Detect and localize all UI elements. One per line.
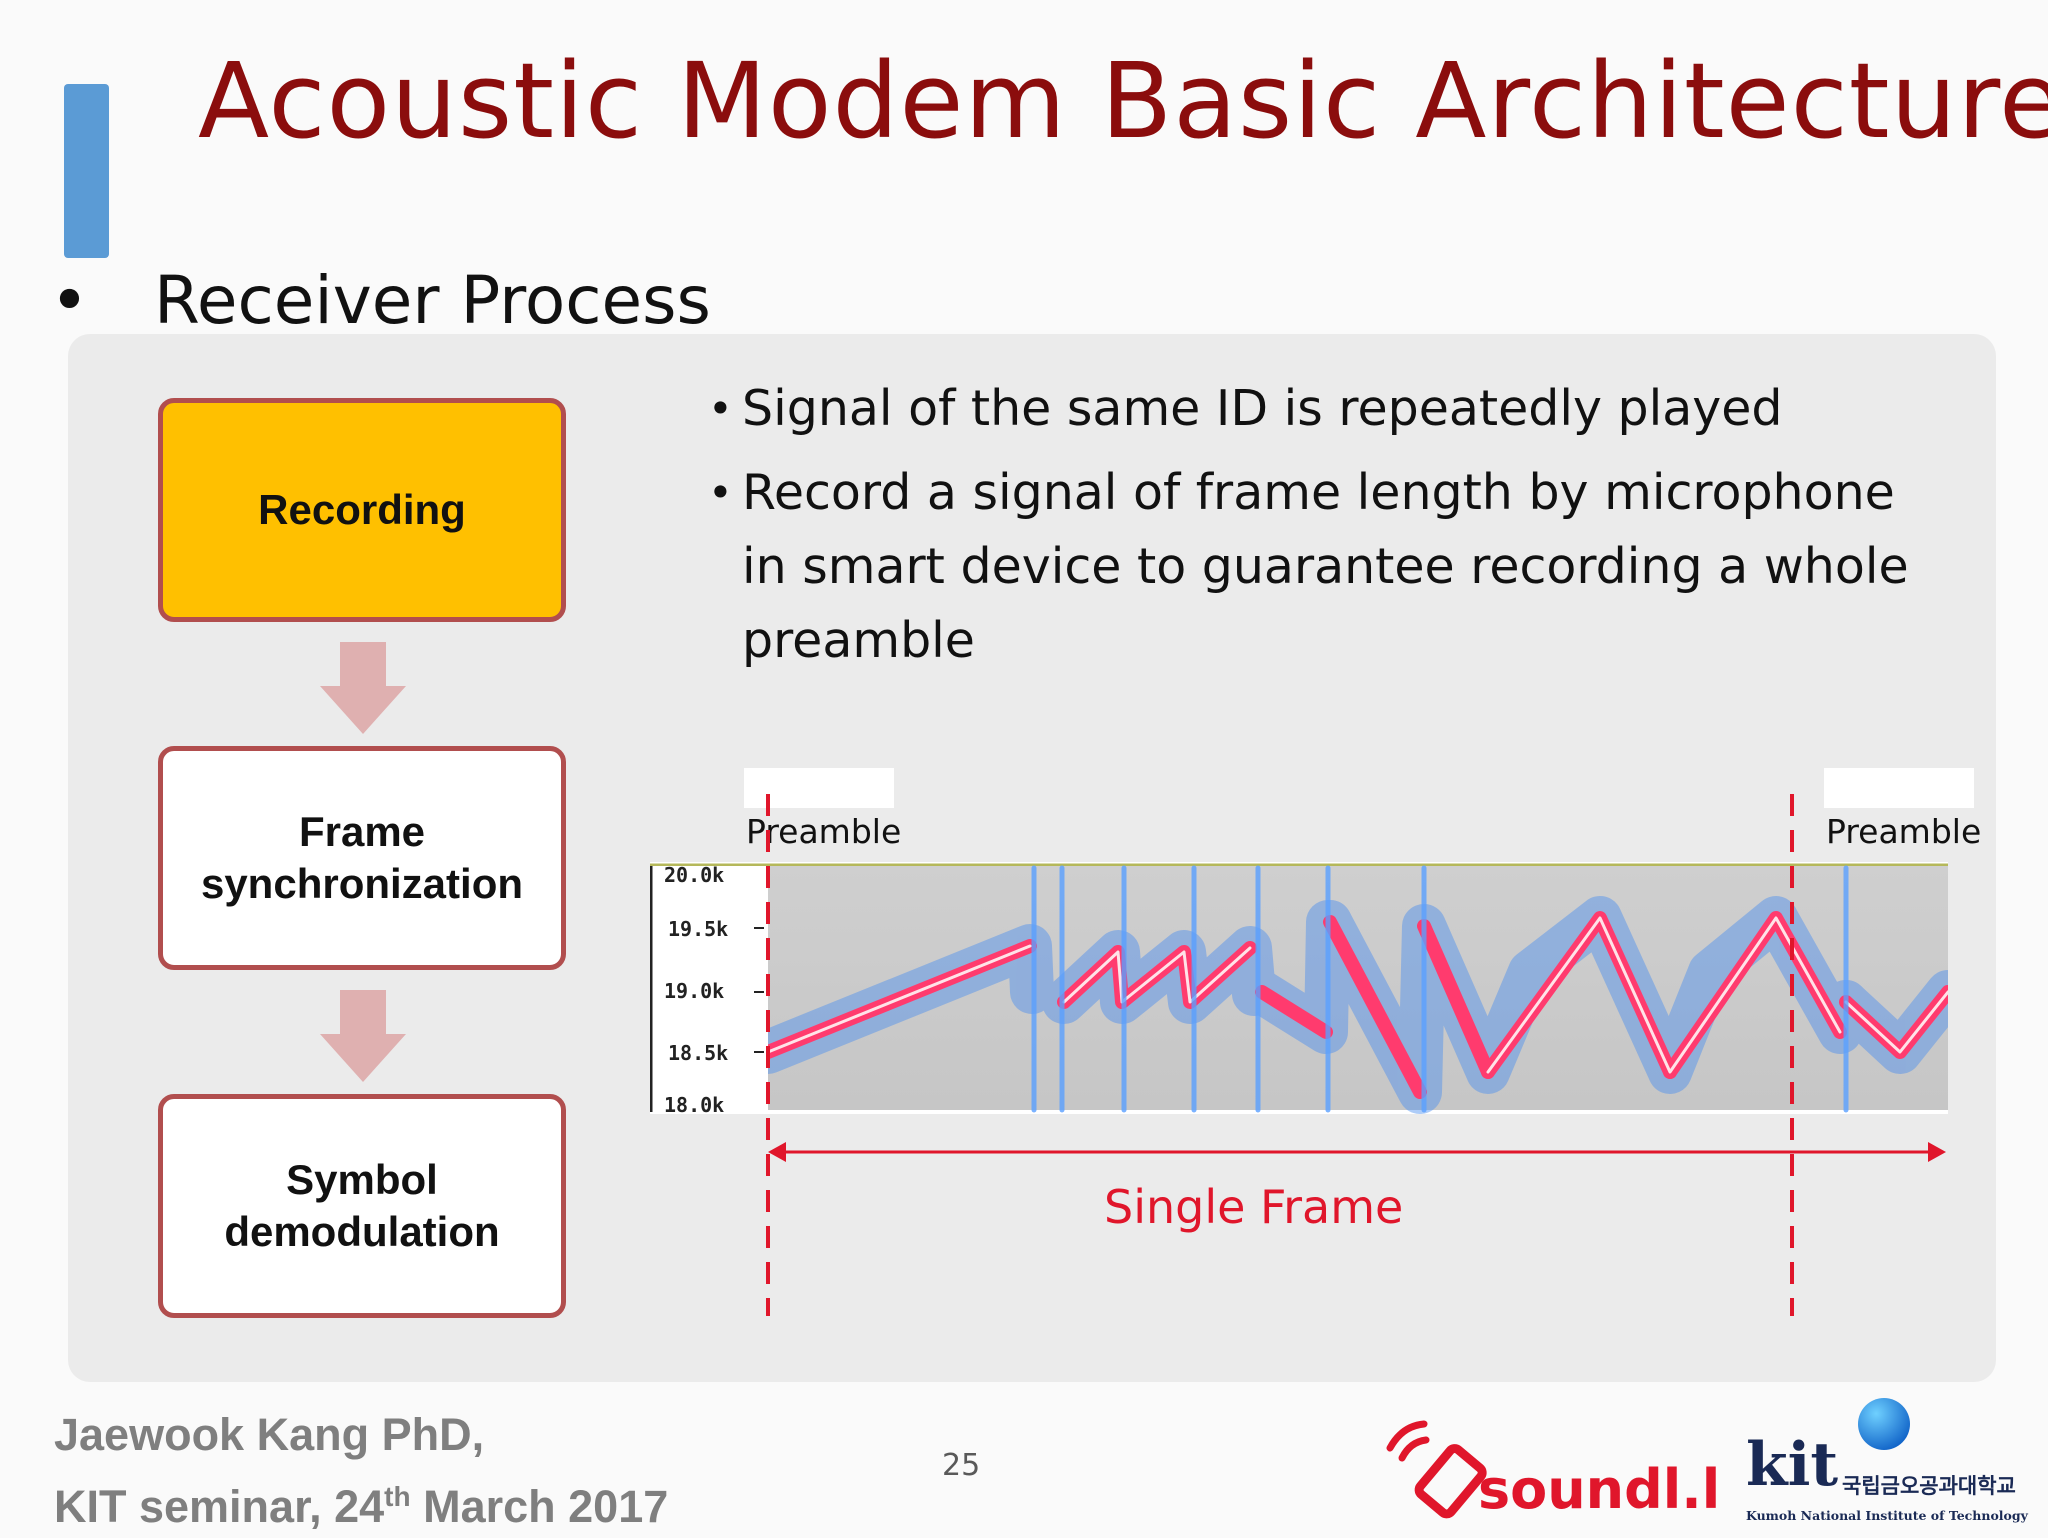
event-sup: th: [384, 1481, 411, 1512]
flow-step-label: Recording: [258, 485, 466, 533]
event-suffix: March 2017: [410, 1481, 669, 1532]
point-item: Record a signal of frame length by micro…: [708, 456, 1948, 678]
single-frame-label: Single Frame: [1104, 1180, 1404, 1234]
main-bullet-text: Receiver Process: [154, 262, 711, 339]
footer-author: Jaewook Kang PhD, KIT seminar, 24th Marc…: [54, 1404, 668, 1538]
flow-arrow-down-icon: [320, 642, 406, 734]
page-number: 25: [942, 1448, 981, 1483]
flow-arrow-down-icon: [320, 990, 406, 1082]
author-name: Jaewook Kang PhD,: [54, 1409, 485, 1460]
point-item: Signal of the same ID is repeatedly play…: [708, 372, 1948, 446]
soundly-text: soundl.ly: [1478, 1458, 1720, 1521]
kit-logo: kit 국립금오공과대학교 Kumoh National Institute o…: [1746, 1396, 2030, 1530]
flow-step-label: Symbol demodulation: [224, 1155, 500, 1256]
main-bullet: • Receiver Process: [50, 262, 711, 339]
label-backdrop: [744, 768, 894, 808]
y-tick: 20.0k: [664, 863, 724, 887]
kit-globe-icon: [1858, 1398, 1910, 1450]
event-line: KIT seminar, 24th March 2017: [54, 1466, 668, 1538]
flow-step-symbol-demod: Symbol demodulation: [158, 1094, 566, 1318]
event-prefix: KIT seminar, 24: [54, 1481, 385, 1532]
preamble-label-left: Preamble: [746, 812, 902, 851]
preamble-label-right: Preamble: [1826, 812, 1982, 851]
kit-wordmark: kit: [1746, 1430, 1839, 1500]
bullet-dot: •: [50, 262, 89, 339]
y-tick: 18.5k: [668, 1041, 728, 1065]
y-tick: 19.0k: [664, 979, 724, 1003]
label-backdrop: [1824, 768, 1974, 808]
flow-step-recording: Recording: [158, 398, 566, 622]
kit-english: Kumoh National Institute of Technology: [1746, 1508, 2028, 1523]
flow-step-frame-sync: Frame synchronization: [158, 746, 566, 970]
y-tick: 18.0k: [664, 1093, 724, 1114]
kit-korean: 국립금오공과대학교: [1842, 1474, 2016, 1498]
spectrogram: 20.0k 19.5k 19.0k 18.5k 18.0k: [650, 862, 1948, 1114]
explanation-points: Signal of the same ID is repeatedly play…: [708, 372, 1948, 688]
soundly-logo: soundl.ly: [1386, 1420, 1720, 1521]
flow-step-label: Frame synchronization: [200, 807, 524, 908]
slide-title: Acoustic Modem Basic Architecture: [198, 40, 2048, 162]
y-tick: 19.5k: [668, 917, 728, 941]
title-accent-bar: [64, 84, 109, 258]
